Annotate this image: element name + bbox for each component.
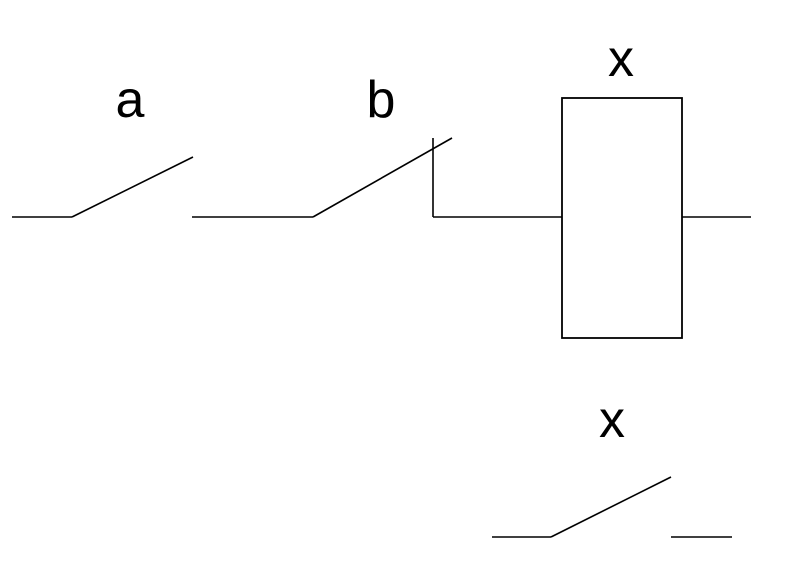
switch-b-label: b [367,71,396,129]
switch-b [192,137,453,218]
switch-a [12,156,194,218]
relay-contact-label: x [599,391,625,449]
relay-contact-x [492,476,732,538]
switch-b-blade [312,137,453,218]
switch-a-label: a [116,71,145,129]
relay-contact-blade [550,476,672,538]
relay-coil [561,97,683,339]
switch-a-blade [71,156,194,218]
coil-feed-wire [432,138,562,218]
relay-coil-label: x [608,30,634,88]
